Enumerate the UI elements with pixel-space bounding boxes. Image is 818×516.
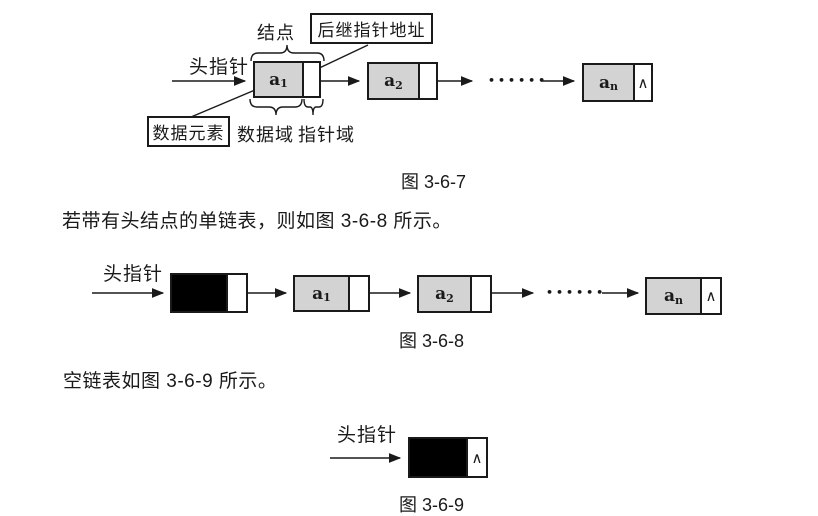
node-label: a (663, 286, 675, 306)
node-label: a (598, 72, 610, 93)
pointer-field-cell (470, 277, 490, 311)
fig368-head-pointer-label: 头指针 (103, 264, 164, 285)
node-label-subscript: 1 (280, 77, 288, 90)
fig368-ellipsis: •••••• (546, 286, 607, 299)
paragraph-1: 若带有头结点的单链表，则如图 3-6-8 所示。 (62, 211, 452, 232)
node-label: a (384, 71, 396, 91)
node-label-subscript: 2 (446, 291, 454, 305)
next-pointer-address-label: 后继指针地址 (317, 21, 426, 40)
pointer-field-cell (302, 63, 319, 96)
fig369-caption: 图 3-6-9 (398, 495, 465, 515)
fig367-head-pointer-label: 头指针 (189, 57, 250, 78)
data-field-label: 数据域 (237, 125, 294, 145)
pointer-field-cell (348, 277, 368, 310)
null-pointer-cell: ∧ (700, 279, 720, 313)
node-label: a (435, 284, 447, 304)
fig367-ellipsis: •••••• (488, 74, 549, 87)
next-pointer-address-callout-box: 后继指针地址 (310, 13, 433, 44)
node-label-subscript: n (675, 293, 683, 307)
pointer-field-cell (226, 275, 246, 311)
null-marker: ∧ (637, 73, 649, 92)
pointer-field-label: 指针域 (298, 125, 355, 145)
fig367-caption: 图 3-6-7 (400, 172, 467, 192)
null-marker: ∧ (705, 287, 717, 305)
head-node-data-cell (410, 439, 466, 476)
node-annotation-label: 结点 (257, 23, 295, 43)
node-label-subscript: n (610, 80, 618, 93)
null-marker: ∧ (471, 448, 483, 467)
paragraph-2: 空链表如图 3-6-9 所示。 (63, 371, 278, 392)
data-element-label: 数据元素 (152, 124, 225, 143)
head-node-data-cell (172, 275, 226, 311)
pointer-field-cell (418, 64, 436, 98)
null-pointer-cell: ∧ (466, 439, 486, 476)
fig368-head-node (170, 273, 248, 313)
node-label: a (269, 69, 281, 90)
node-label: a (312, 283, 324, 304)
fig368-caption: 图 3-6-8 (398, 331, 465, 351)
data-element-callout-box: 数据元素 (147, 116, 230, 147)
fig369-head-node: ∧ (408, 437, 488, 478)
fig369-head-pointer-label: 头指针 (337, 425, 398, 446)
node-label-subscript: 2 (395, 78, 403, 92)
node-label-subscript: 1 (323, 291, 331, 304)
null-pointer-cell: ∧ (633, 65, 651, 100)
